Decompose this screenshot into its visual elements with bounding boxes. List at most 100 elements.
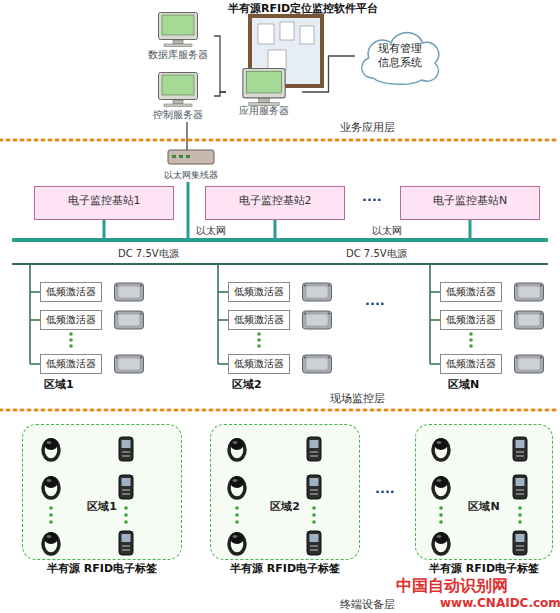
continuation-dot bbox=[257, 338, 261, 342]
hub-led bbox=[179, 155, 183, 158]
node-text: 低频激活器 bbox=[446, 285, 496, 299]
activator-box: 低频激活器 bbox=[40, 310, 102, 330]
activator-box: 低频激活器 bbox=[228, 354, 290, 374]
activator-box: 低频激活器 bbox=[40, 354, 102, 374]
power-branch bbox=[430, 264, 440, 364]
text-label: DC 7.5V电源 bbox=[118, 247, 179, 261]
power-branch bbox=[30, 264, 40, 364]
cloud-shape bbox=[362, 33, 439, 85]
region-box: 区域1半有源 RFID电子标签 bbox=[22, 424, 182, 560]
activator-box: 低频激活器 bbox=[228, 282, 290, 302]
field-device-icon bbox=[303, 355, 332, 373]
node-text: 低频激活器 bbox=[446, 357, 496, 371]
field-device-icon bbox=[515, 311, 544, 329]
field-device-icon bbox=[515, 355, 544, 373]
application-computer-icon bbox=[243, 69, 285, 106]
node-text: 区域1 bbox=[23, 499, 181, 514]
board-paper bbox=[258, 24, 274, 44]
node-text: 低频激活器 bbox=[234, 313, 284, 327]
text-label: 区域N bbox=[448, 377, 479, 392]
base-station-box: 电子监控基站N bbox=[400, 186, 540, 220]
watermark: www.CNAIDC.com bbox=[440, 596, 560, 610]
database-computer-icon bbox=[159, 13, 198, 47]
continuation-dot bbox=[257, 344, 261, 348]
node-text: 低频激活器 bbox=[446, 313, 496, 327]
node-text: 低频激活器 bbox=[234, 285, 284, 299]
text-label: ···· bbox=[375, 484, 395, 499]
activator-box: 低频激活器 bbox=[40, 282, 102, 302]
node-text: 低频激活器 bbox=[46, 285, 96, 299]
activator-box: 低频激活器 bbox=[440, 282, 502, 302]
diagram-title: 半有源RFID定位监控软件平台 bbox=[228, 1, 378, 16]
text-label: DC 7.5V电源 bbox=[346, 247, 407, 261]
layer-separator bbox=[0, 409, 560, 412]
server-node: 数据库服务器 bbox=[142, 10, 214, 62]
node-text: 低频激活器 bbox=[234, 357, 284, 371]
node-text: 区域2 bbox=[211, 499, 359, 514]
node-text: 电子监控基站1 bbox=[68, 193, 141, 208]
power-bus bbox=[12, 263, 548, 265]
cloud-node: 现有管理信息系统 bbox=[355, 26, 445, 86]
continuation-dot bbox=[469, 344, 473, 348]
node-text: 电子监控基站N bbox=[433, 193, 507, 208]
node-heading: 半有源 RFID电子标签 bbox=[416, 561, 552, 576]
ethernet-drop bbox=[103, 220, 106, 240]
node-text: 数据库服务器 bbox=[148, 48, 208, 62]
hub-led bbox=[186, 155, 190, 158]
node-text: 低频激活器 bbox=[46, 313, 96, 327]
node-heading: 半有源 RFID电子标签 bbox=[23, 561, 181, 576]
node-text: 现有管理信息系统 bbox=[376, 42, 424, 70]
ethernet-drop bbox=[274, 220, 277, 240]
text-label: 区域1 bbox=[44, 377, 74, 392]
hub-node: 以太网集线器 bbox=[160, 150, 222, 182]
ethernet-drop bbox=[187, 182, 190, 240]
base-station-box: 电子监控基站1 bbox=[34, 186, 174, 220]
power-branch bbox=[218, 264, 228, 364]
text-label: 区域2 bbox=[232, 377, 262, 392]
board-paper bbox=[300, 26, 314, 44]
text-label: ···· bbox=[365, 296, 385, 311]
continuation-dot bbox=[69, 338, 73, 342]
continuation-dot bbox=[69, 332, 73, 336]
field-device-icon bbox=[303, 311, 332, 329]
text-label: ···· bbox=[362, 192, 382, 207]
activator-box: 低频激活器 bbox=[228, 310, 290, 330]
activator-box: 低频激活器 bbox=[440, 310, 502, 330]
connector-line bbox=[186, 122, 187, 150]
continuation-dot bbox=[469, 338, 473, 342]
ethernet-bus bbox=[12, 238, 548, 242]
watermark: 中国自动识别网 bbox=[396, 576, 508, 597]
field-device-icon bbox=[115, 283, 144, 301]
board-paper bbox=[280, 22, 294, 40]
field-device-icon bbox=[515, 283, 544, 301]
server-node: 应用服务器 bbox=[226, 66, 302, 118]
continuation-dot bbox=[69, 344, 73, 348]
text-label: 现场监控层 bbox=[330, 391, 385, 406]
connector-line bbox=[214, 92, 226, 96]
region-box: 区域2半有源 RFID电子标签 bbox=[210, 424, 360, 560]
board-paper bbox=[268, 50, 286, 70]
field-device-icon bbox=[115, 311, 144, 329]
text-label: 以太网 bbox=[196, 224, 226, 238]
node-heading: 半有源 RFID电子标签 bbox=[211, 561, 359, 576]
text-label: 业务应用层 bbox=[340, 120, 395, 135]
hub-led bbox=[172, 155, 176, 158]
field-device-icon bbox=[115, 355, 144, 373]
node-text: 低频激活器 bbox=[46, 357, 96, 371]
activator-box: 低频激活器 bbox=[440, 354, 502, 374]
base-station-box: 电子监控基站2 bbox=[205, 186, 345, 220]
node-text: 电子监控基站2 bbox=[239, 193, 312, 208]
region-box: 区域N半有源 RFID电子标签 bbox=[415, 424, 553, 560]
ethernet-drop bbox=[469, 220, 472, 240]
node-text: 应用服务器 bbox=[239, 104, 289, 118]
field-device-icon bbox=[303, 283, 332, 301]
node-text: 区域N bbox=[416, 499, 552, 514]
text-label: 以太网 bbox=[372, 224, 402, 238]
control-computer-icon bbox=[159, 73, 198, 107]
server-node: 控制服务器 bbox=[142, 70, 214, 122]
continuation-dot bbox=[469, 332, 473, 336]
hub-icon bbox=[168, 150, 214, 164]
connector-line bbox=[302, 56, 355, 92]
node-text: 以太网集线器 bbox=[164, 169, 218, 182]
